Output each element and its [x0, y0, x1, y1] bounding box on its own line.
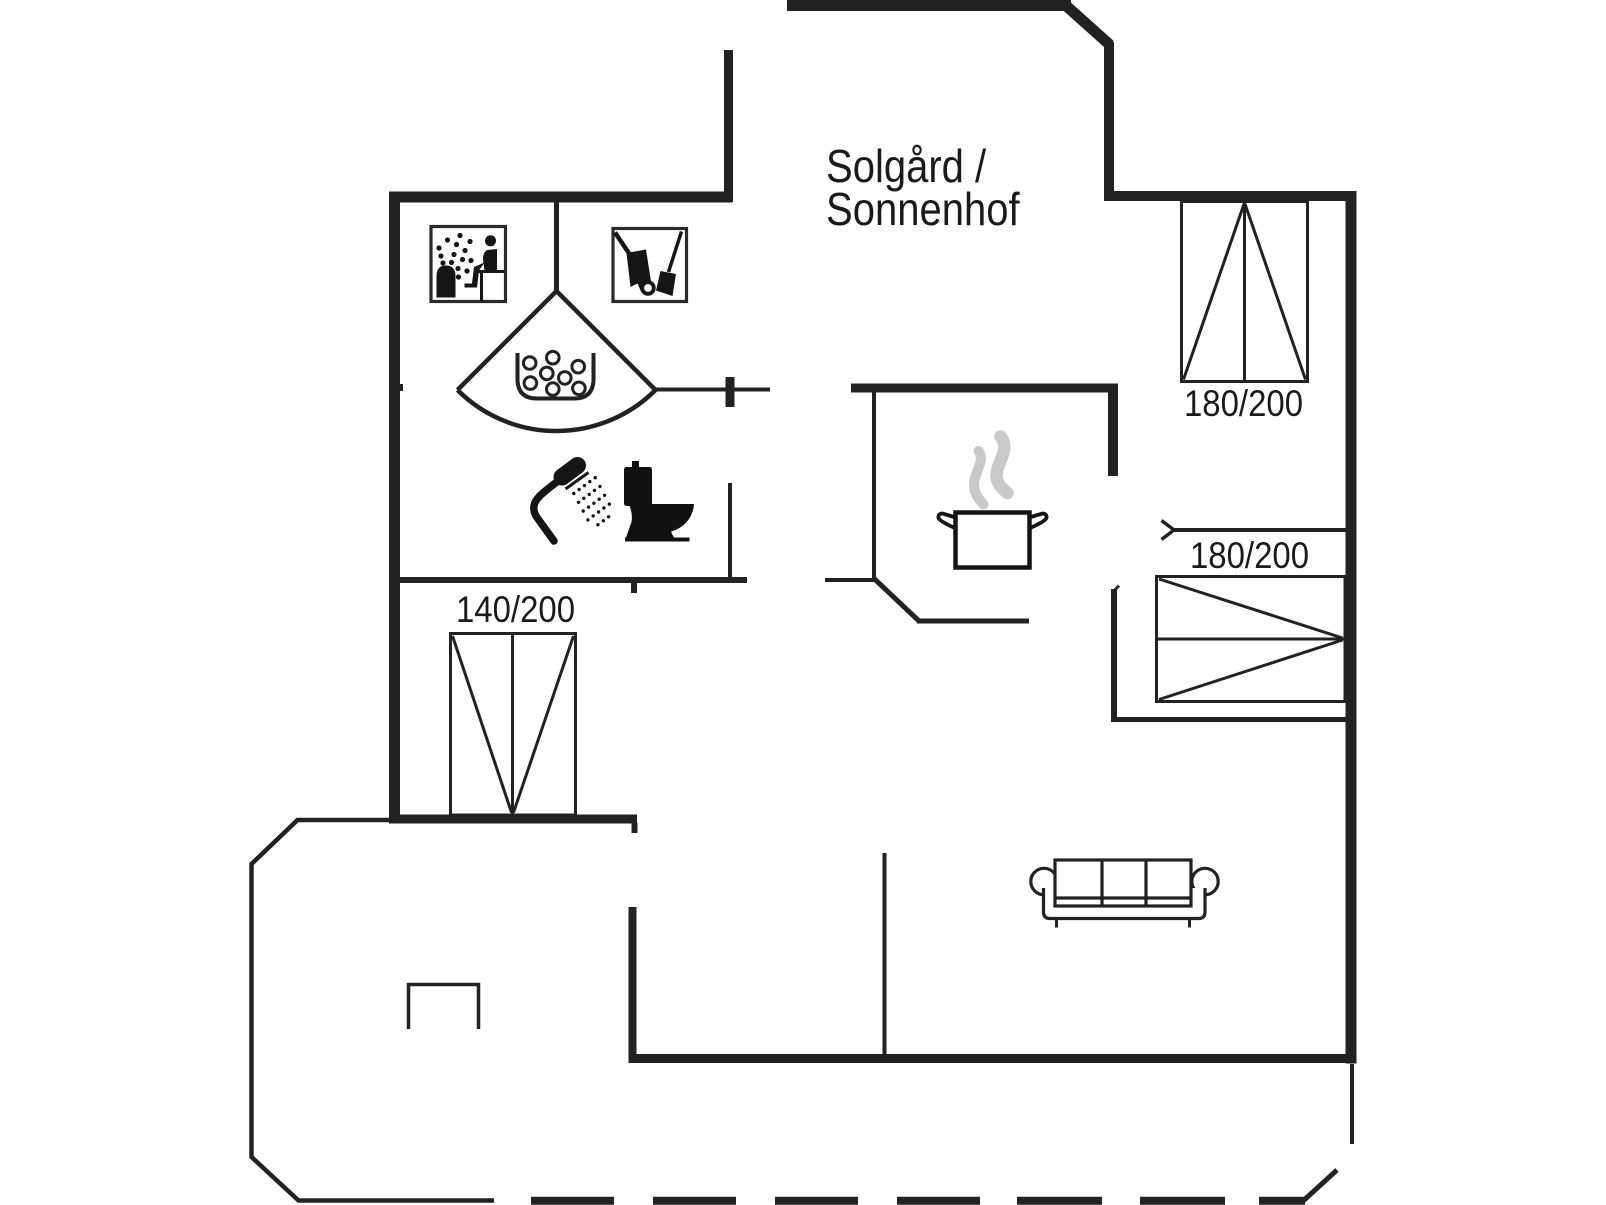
svg-text:180/200: 180/200 — [1190, 535, 1309, 576]
svg-text:140/200: 140/200 — [456, 589, 575, 630]
svg-text:Solgård /: Solgård / — [826, 141, 986, 192]
svg-text:Sonnenhof: Sonnenhof — [826, 184, 1021, 235]
svg-text:180/200: 180/200 — [1184, 383, 1303, 424]
